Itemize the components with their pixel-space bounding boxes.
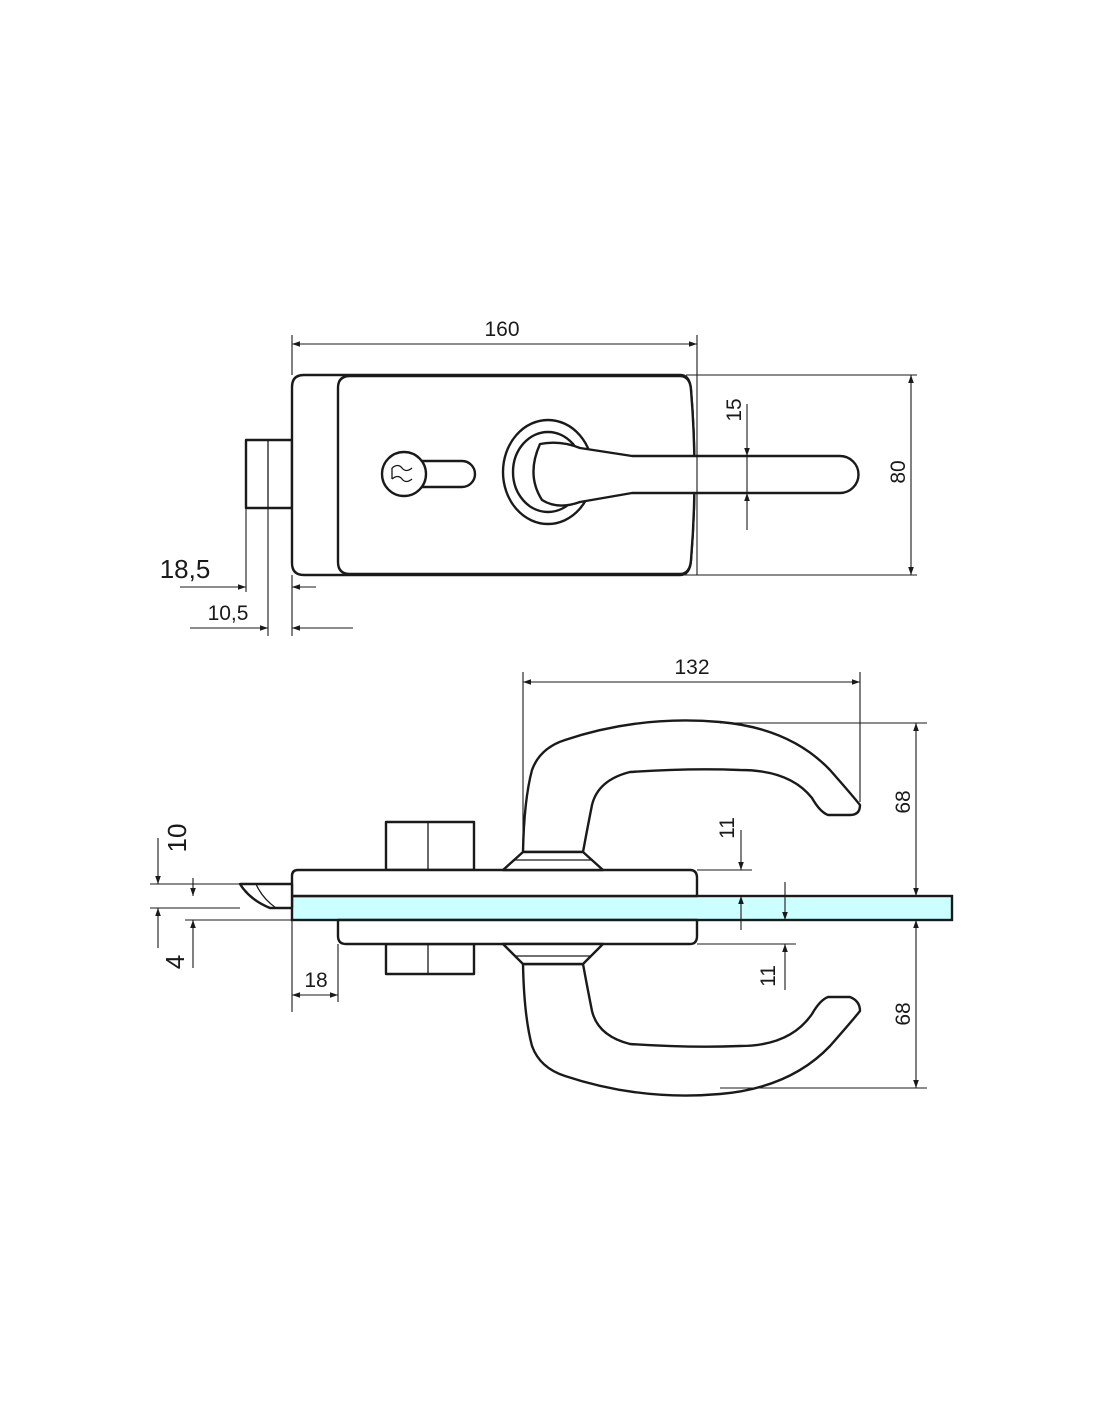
upper-collar: [501, 850, 605, 872]
dim-plate-inset: 18: [304, 969, 327, 992]
latch: [238, 882, 294, 910]
dim-plate-bottom: 11: [757, 965, 780, 987]
dim-handle-top: 68: [892, 790, 915, 813]
glass-panel: [290, 894, 954, 922]
side-view: [238, 719, 954, 1097]
dim-width: 160: [484, 318, 519, 341]
keyhole-cylinder: [380, 450, 477, 498]
dim-lever: 15: [723, 398, 746, 421]
lower-collar: [501, 942, 605, 966]
front-dimensions: 160 80 15 18,5 10,5: [160, 318, 917, 636]
upper-handle: [521, 719, 862, 854]
dim-height: 80: [887, 460, 910, 483]
dim-glass-gap: 4: [160, 955, 190, 969]
side-dimensions: 132 68 68 11 11 10 4 18: [150, 656, 927, 1089]
lower-handle: [521, 962, 862, 1097]
lower-plate: [336, 918, 699, 946]
dim-bolt-outer: 18,5: [160, 554, 211, 584]
dim-latch: 10: [162, 824, 192, 853]
upper-plate: [290, 868, 699, 898]
dim-plate-top: 11: [716, 817, 739, 839]
dim-handle-reach: 132: [674, 656, 709, 679]
dim-bolt-inner: 10,5: [208, 602, 249, 625]
front-view: [244, 373, 860, 577]
lever-handle: [532, 441, 860, 507]
bolt: [244, 438, 294, 510]
dim-handle-bottom: 68: [892, 1002, 915, 1025]
